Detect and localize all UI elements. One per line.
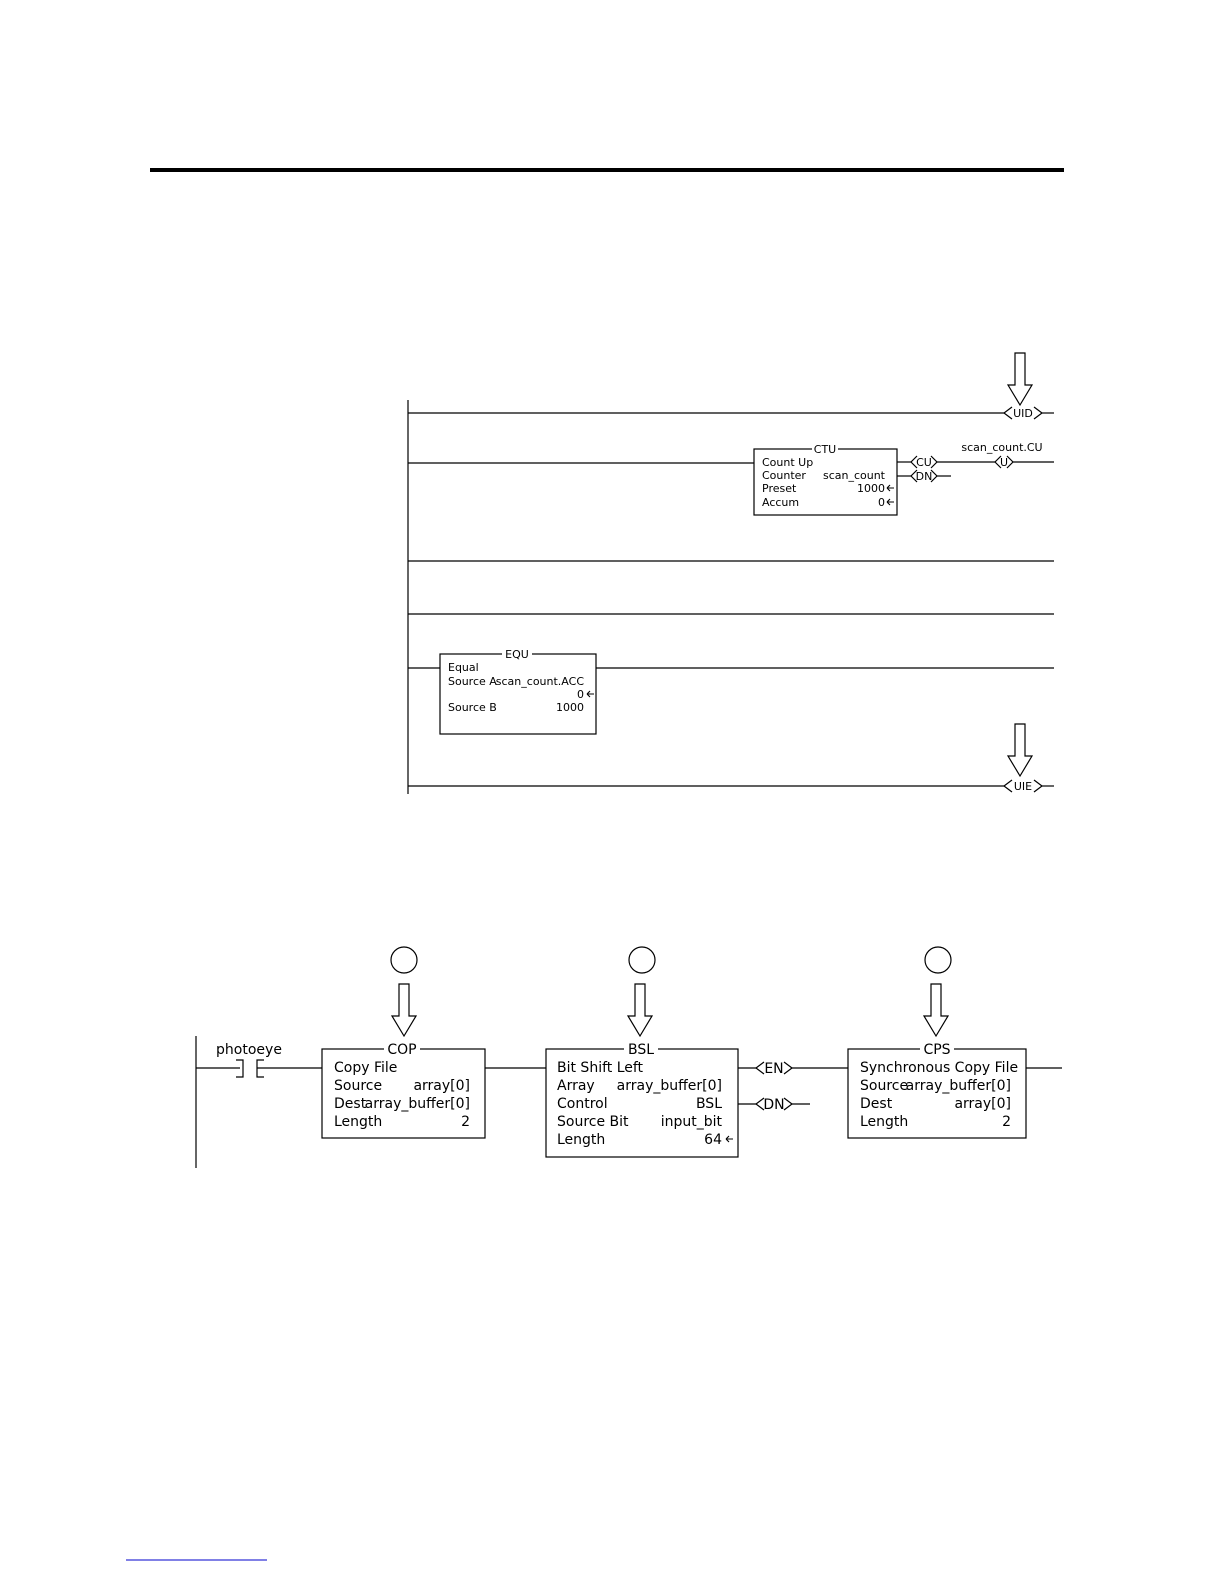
svg-text:array[0]: array[0] xyxy=(413,1078,470,1094)
equ-source-a-tag: scan_count.ACC xyxy=(496,675,585,688)
callout-circle-3 xyxy=(924,946,952,974)
equ-source-b-label: Source B xyxy=(448,701,497,714)
svg-text:Dest: Dest xyxy=(334,1096,367,1112)
ctu-row-2-value: 1000 xyxy=(857,482,885,495)
svg-text:U: U xyxy=(1000,456,1008,469)
svg-text:DN: DN xyxy=(916,470,933,483)
svg-text:Array: Array xyxy=(557,1078,595,1094)
cop-block: COP Copy File Source array[0] Dest array… xyxy=(321,1042,486,1139)
svg-text:Source: Source xyxy=(860,1078,908,1094)
cps-arrow-icon xyxy=(923,983,949,1037)
equ-block xyxy=(439,653,597,735)
svg-text:Bit Shift Left: Bit Shift Left xyxy=(557,1060,644,1076)
uie-arrow-icon xyxy=(1007,723,1033,777)
ctu-block xyxy=(753,448,898,516)
contact-tag: photoeye xyxy=(216,1042,282,1058)
ctu-row-3-value: 0 xyxy=(878,496,885,509)
uie-label: UIE xyxy=(1014,780,1032,793)
ctu-row-3-label: Accum xyxy=(762,496,799,509)
svg-text:array_buffer[0]: array_buffer[0] xyxy=(906,1078,1011,1094)
svg-text:array[0]: array[0] xyxy=(954,1096,1011,1112)
cop-name: COP xyxy=(387,1042,416,1058)
svg-text:Copy File: Copy File xyxy=(334,1060,397,1076)
svg-text:2: 2 xyxy=(1002,1114,1011,1130)
rung-uid: UID xyxy=(408,352,1054,420)
bsl-arrow-icon xyxy=(627,983,653,1037)
ladder-figure-2: photoeye COP Copy File Source array[0] D… xyxy=(195,946,1062,1168)
svg-text:array_buffer[0]: array_buffer[0] xyxy=(617,1078,722,1094)
equ-source-a-label: Source A xyxy=(448,675,497,688)
cop-arrow-icon xyxy=(391,983,417,1037)
svg-text:Length: Length xyxy=(860,1114,908,1130)
svg-text:Synchronous Copy File: Synchronous Copy File xyxy=(860,1060,1018,1076)
cps-block: CPS Synchronous Copy File Source array_b… xyxy=(847,1042,1027,1139)
svg-text:Source: Source xyxy=(334,1078,382,1094)
equ-title: Equal xyxy=(448,661,479,674)
callout-circle-2 xyxy=(628,946,656,974)
ctu-name: CTU xyxy=(814,443,836,456)
ctu-row-1-label: Counter xyxy=(762,469,806,482)
svg-text:Dest: Dest xyxy=(860,1096,893,1112)
svg-text:array_buffer[0]: array_buffer[0] xyxy=(365,1096,470,1112)
svg-text:64: 64 xyxy=(704,1132,722,1148)
top-rule xyxy=(150,168,1064,172)
ctu-row-1-value: scan_count xyxy=(823,469,886,482)
svg-text:EN: EN xyxy=(764,1061,783,1077)
svg-text:2: 2 xyxy=(461,1114,470,1130)
svg-text:Length: Length xyxy=(557,1132,605,1148)
uid-label: UID xyxy=(1013,407,1033,420)
svg-text:BSL: BSL xyxy=(696,1096,722,1112)
ladder-figure-1: UID CTU Count Up Counter scan_count Pres… xyxy=(407,352,1054,794)
cps-name: CPS xyxy=(923,1042,950,1058)
equ-source-b-value: 1000 xyxy=(556,701,584,714)
ctu-coil-tag: scan_count.CU xyxy=(961,441,1042,454)
equ-name: EQU xyxy=(505,648,529,661)
bsl-name: BSL xyxy=(628,1042,654,1058)
svg-text:Source Bit: Source Bit xyxy=(557,1114,629,1130)
bsl-block: BSL Bit Shift Left Array array_buffer[0]… xyxy=(545,1042,739,1158)
ctu-row-2-label: Preset xyxy=(762,482,797,495)
svg-text:input_bit: input_bit xyxy=(661,1114,723,1130)
uid-arrow-icon xyxy=(1007,352,1033,406)
svg-text:Length: Length xyxy=(334,1114,382,1130)
svg-text:CU: CU xyxy=(916,456,932,469)
callout-circle-1 xyxy=(390,946,418,974)
rung-ctu: CTU Count Up Counter scan_count Preset 1… xyxy=(408,441,1054,516)
svg-text:DN: DN xyxy=(763,1097,784,1113)
ctu-row-0-label: Count Up xyxy=(762,456,813,469)
rung-equ: EQU Equal Source A scan_count.ACC 0 Sour… xyxy=(408,648,1054,735)
rung-uie: UIE xyxy=(408,723,1054,793)
equ-source-a-value: 0 xyxy=(577,688,584,701)
svg-text:Control: Control xyxy=(557,1096,608,1112)
